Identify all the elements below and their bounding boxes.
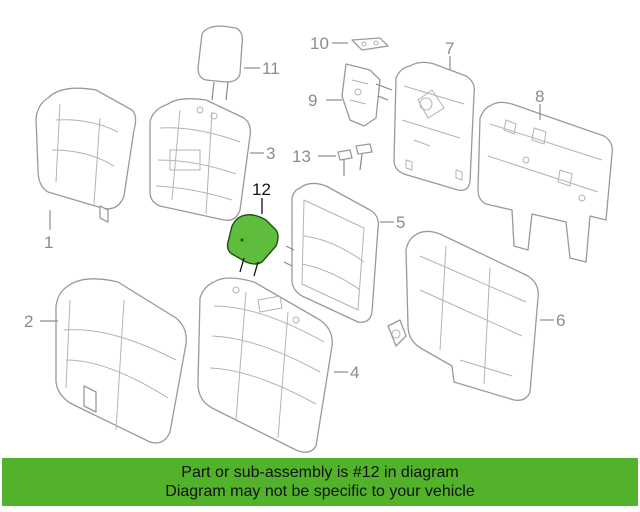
info-banner: Part or sub-assembly is #12 in diagram D…: [2, 458, 638, 506]
callout-11: 11: [262, 59, 280, 78]
part-13-fasteners[interactable]: [337, 143, 373, 176]
part-10-bracket[interactable]: [351, 37, 389, 51]
callout-6: 6: [556, 311, 565, 330]
part-1-seat-back-cushion[interactable]: [35, 87, 137, 223]
parts-diagram: 1 2 11 3 12 4: [24, 25, 613, 453]
part-9-hinge-bracket[interactable]: [341, 63, 393, 127]
part-6-seat-frame[interactable]: [387, 230, 539, 401]
banner-line-1: Part or sub-assembly is #12 in diagram: [181, 464, 459, 481]
part-4-lower-seat-back[interactable]: [197, 277, 333, 453]
part-2-seat-cushion[interactable]: [55, 278, 187, 444]
banner-line-2: Diagram may not be specific to your vehi…: [165, 483, 475, 500]
callout-12: 12: [252, 180, 271, 199]
callout-13: 13: [292, 147, 311, 166]
part-7-rear-panel[interactable]: [393, 61, 475, 191]
callout-10: 10: [310, 34, 329, 53]
callout-8: 8: [535, 87, 544, 106]
callout-3: 3: [266, 144, 275, 163]
callout-1: 1: [44, 233, 53, 252]
part-11-headrest[interactable]: [197, 25, 244, 101]
callout-2: 2: [24, 312, 33, 331]
part-5-seat-back-frame[interactable]: [283, 182, 379, 323]
callout-5: 5: [396, 213, 405, 232]
callout-9: 9: [308, 91, 317, 110]
part-8-rear-panel-large[interactable]: [477, 101, 613, 263]
part-12-headrest-highlighted[interactable]: [226, 213, 279, 277]
callout-7: 7: [445, 39, 454, 58]
callout-4: 4: [350, 363, 359, 382]
part-3-seat-back-frame[interactable]: [149, 98, 252, 221]
